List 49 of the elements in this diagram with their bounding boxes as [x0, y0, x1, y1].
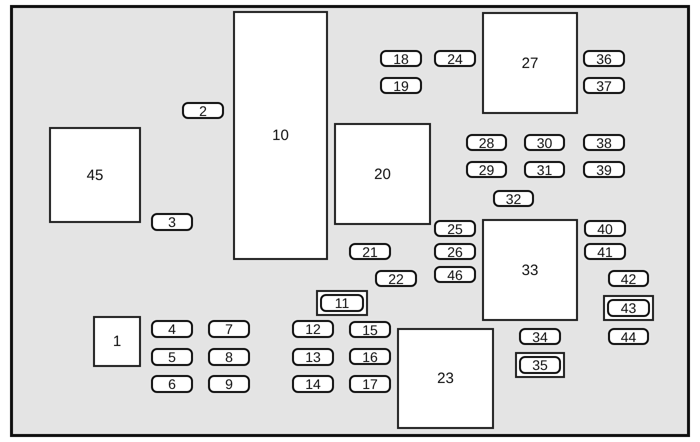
- relay-block: 20: [334, 123, 431, 225]
- relay-block: 23: [397, 328, 494, 429]
- fuse-slot: 8: [208, 348, 250, 366]
- fuse-slot: 14: [292, 375, 334, 393]
- fuse-slot: 11: [320, 294, 364, 312]
- fuse-slot: 29: [466, 161, 507, 178]
- fuse-slot: 28: [466, 134, 507, 151]
- fuse-slot: 31: [524, 161, 565, 178]
- fuse-slot: 7: [208, 320, 250, 338]
- fuse-slot: 2: [182, 102, 224, 119]
- fuse-holder-frame: [603, 295, 654, 321]
- fuse-slot: 17: [349, 375, 391, 393]
- fuse-slot: 32: [493, 190, 534, 207]
- fuse-slot: 37: [583, 77, 625, 94]
- fuse-slot: 21: [349, 243, 391, 260]
- fuse-slot: 38: [583, 134, 625, 151]
- fuse-slot: 5: [151, 348, 193, 366]
- fuse-slot: 41: [584, 243, 626, 260]
- fuse-slot: 13: [292, 348, 334, 366]
- fuse-slot: 19: [380, 77, 422, 94]
- fuse-slot: 44: [608, 328, 649, 345]
- fuse-slot: 22: [375, 270, 417, 287]
- fuse-slot: 40: [584, 220, 626, 237]
- fuse-slot: 6: [151, 375, 193, 393]
- fuse-holder-frame: [316, 290, 368, 316]
- fuse-slot: 26: [434, 243, 476, 260]
- fuse-slot: 18: [380, 50, 422, 67]
- fuse-slot: 15: [349, 321, 391, 338]
- fuse-slot: 43: [607, 299, 650, 317]
- fuse-slot: 25: [434, 220, 476, 237]
- relay-block: 33: [482, 219, 578, 321]
- fuse-holder-frame: [515, 352, 565, 378]
- fuse-slot: 12: [292, 320, 334, 338]
- relay-block: 45: [49, 127, 141, 223]
- fuse-slot: 24: [434, 50, 476, 67]
- fuse-slot: 30: [524, 134, 565, 151]
- relay-block: 1: [93, 316, 141, 367]
- fuse-slot: 42: [608, 270, 649, 287]
- fuse-slot: 16: [349, 348, 391, 365]
- fuse-slot: 9: [208, 375, 250, 393]
- fuse-slot: 3: [151, 213, 193, 231]
- fuse-slot: 46: [434, 266, 476, 283]
- fuse-slot: 36: [583, 50, 625, 67]
- relay-block: 27: [482, 12, 578, 114]
- fuse-slot: 39: [583, 161, 625, 178]
- relay-block: 10: [233, 11, 328, 260]
- fuse-slot: 35: [519, 356, 561, 374]
- fuse-slot: 34: [519, 328, 561, 345]
- fuse-slot: 4: [151, 320, 193, 338]
